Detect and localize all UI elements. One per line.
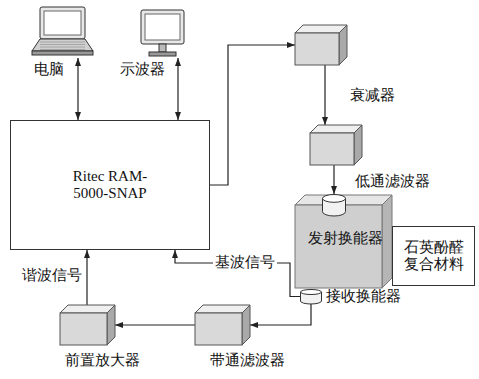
signal-connector (324, 65, 325, 125)
cylinder-top (301, 290, 322, 295)
transmit-transducer: 发射换能器 (322, 194, 346, 216)
signal-connector (177, 58, 178, 120)
material-label-box: 石英酚醛复合材料 (392, 226, 475, 286)
preamplifier-box-outline (60, 305, 115, 345)
box-front (195, 313, 242, 345)
transmit-transducer-outline (322, 194, 346, 216)
signal-connector (333, 165, 334, 194)
node-caption: 电脑 (34, 61, 64, 78)
laptop-base (32, 51, 93, 55)
lowpass-filter-box: 低通滤波器 (310, 125, 362, 165)
key-row (40, 44, 85, 45)
node-caption: 发射换能器 (308, 230, 383, 247)
specimen-side (382, 195, 392, 288)
box-top (195, 305, 250, 313)
key-row (40, 49, 85, 50)
monitor-screen (145, 14, 180, 40)
signal-label: 谐波信号 (20, 267, 84, 284)
cylinder-top (323, 195, 346, 203)
monitor-stand (149, 52, 176, 56)
instrument-box: Ritec RAM-5000-SNAP (10, 120, 210, 250)
laptop-keyboard (32, 39, 93, 51)
computer-icon-outline (30, 5, 95, 58)
monitor-frame (141, 10, 184, 44)
receive-transducer-outline (300, 289, 322, 304)
box-side (354, 125, 362, 165)
key-row (40, 42, 85, 43)
node-caption: 带通滤波器 (210, 352, 285, 369)
signal-label: 基波信号 (213, 254, 277, 271)
signal-connector (250, 304, 311, 325)
laptop-screen (44, 11, 81, 35)
specimen-front (295, 205, 382, 288)
box-front (60, 313, 107, 345)
bandpass-filter-box-outline (195, 305, 250, 345)
box-front (310, 133, 354, 165)
laptop-lid (40, 7, 85, 39)
lowpass-filter-box-outline (310, 125, 362, 165)
box-outline (11, 121, 210, 250)
attenuator-box: 衰减器 (295, 25, 347, 65)
box-front (295, 33, 339, 65)
node-caption: 示波器 (120, 61, 165, 78)
oscilloscope-icon: 示波器 (135, 8, 190, 58)
node-caption: 低通滤波器 (355, 173, 430, 190)
signal-connector (210, 45, 295, 185)
box-top (310, 125, 362, 133)
key-row (40, 47, 85, 48)
box-label: 石英酚醛复合材料 (403, 239, 465, 274)
signal-connector (115, 324, 195, 325)
box-side (107, 305, 115, 345)
box-top (60, 305, 115, 313)
node-caption: 前置放大器 (65, 352, 140, 369)
bandpass-filter-box: 带通滤波器 (195, 305, 250, 345)
box-top (295, 25, 347, 33)
computer-icon: 电脑 (30, 5, 95, 58)
signal-connector (175, 250, 300, 297)
preamplifier-box: 前置放大器 (60, 305, 115, 345)
box-side (242, 305, 250, 345)
box-side (339, 25, 347, 65)
node-caption: 衰减器 (350, 87, 395, 104)
signal-connector (86, 250, 87, 305)
box-outline (393, 227, 475, 286)
signal-connector (77, 58, 78, 120)
attenuator-box-outline (295, 25, 347, 65)
receive-transducer: 接收换能器 (300, 289, 322, 304)
node-caption: 接收换能器 (326, 288, 401, 305)
box-label: Ritec RAM-5000-SNAP (63, 168, 158, 202)
monitor-neck (159, 44, 166, 52)
oscilloscope-icon-outline (135, 8, 190, 58)
